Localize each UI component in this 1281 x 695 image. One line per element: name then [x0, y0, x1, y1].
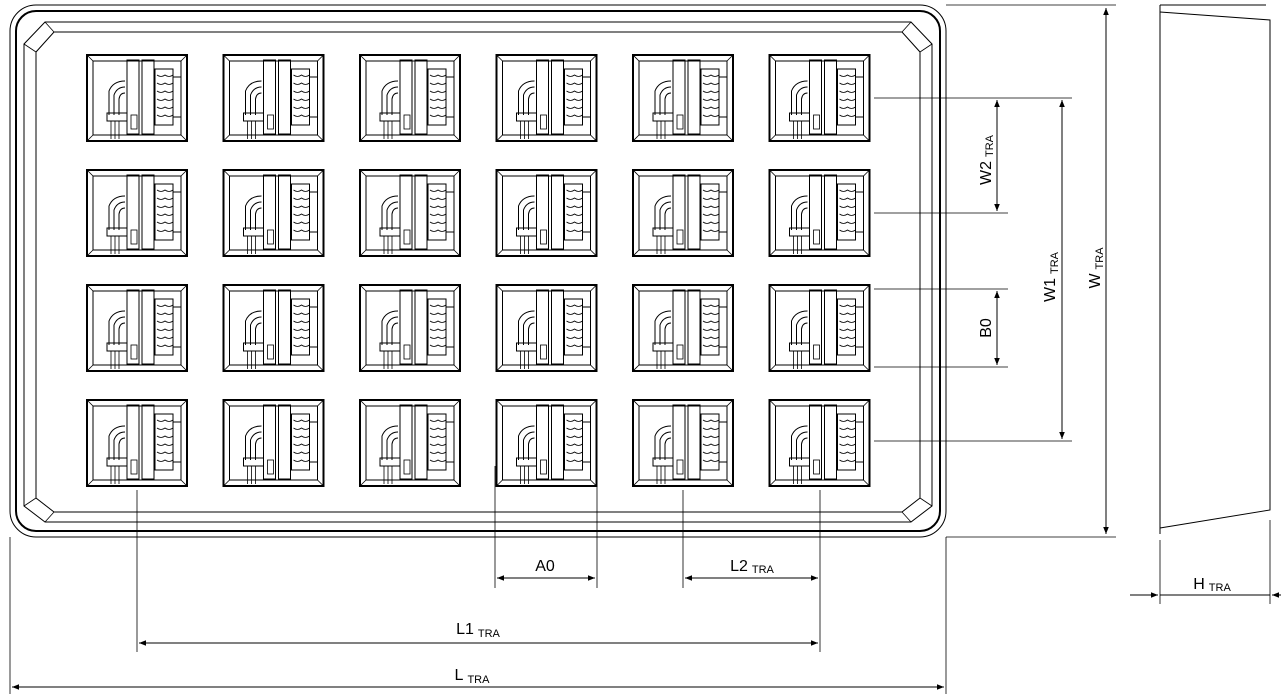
pocket: [495, 169, 598, 257]
label-w2: W2TRA: [978, 134, 996, 185]
connector-part: [106, 289, 182, 369]
label-w1: W1TRA: [1042, 251, 1061, 302]
connector-part: [243, 289, 318, 369]
pocket: [632, 54, 734, 142]
pocket: [495, 284, 598, 372]
connector-part: [652, 289, 728, 369]
pocket: [632, 399, 734, 487]
pocket: [359, 169, 461, 257]
pocket: [359, 284, 461, 372]
connector-part: [379, 404, 455, 484]
pocket: [86, 399, 188, 487]
label-a0: A0: [535, 558, 555, 575]
connector-part: [106, 174, 182, 254]
tray-side-view: [1159, 4, 1271, 534]
connector-part: [652, 59, 728, 139]
pocket: [632, 169, 734, 257]
pocket: [86, 169, 188, 257]
pocket: [359, 399, 461, 487]
pocket: [768, 399, 871, 487]
connector-part: [243, 59, 318, 139]
connector-part: [652, 404, 728, 484]
connector-part: [789, 404, 864, 484]
connector-part: [243, 174, 318, 254]
pocket: [86, 54, 188, 142]
pocket: [768, 54, 871, 142]
pocket: [359, 54, 461, 142]
pocket: [222, 284, 325, 372]
tray-outline: [9, 4, 947, 538]
pocket: [495, 399, 598, 487]
pocket: [86, 284, 188, 372]
dimension-lines: [9, 4, 1281, 694]
pocket: [632, 284, 734, 372]
pocket-grid: [86, 54, 871, 487]
pocket: [222, 399, 325, 487]
pocket: [768, 169, 871, 257]
connector-part: [516, 289, 591, 369]
connector-part: [789, 289, 864, 369]
label-w: WTRA: [1087, 247, 1106, 289]
connector-part: [379, 289, 455, 369]
pocket: [222, 54, 325, 142]
connector-part: [516, 404, 591, 484]
pocket: [495, 54, 598, 142]
pocket: [768, 284, 871, 372]
connector-part: [789, 174, 864, 254]
connector-part: [516, 174, 591, 254]
connector-part: [652, 174, 728, 254]
pocket: [222, 169, 325, 257]
connector-part: [106, 404, 182, 484]
connector-part: [379, 174, 455, 254]
connector-part: [789, 59, 864, 139]
label-b0: B0: [978, 318, 995, 338]
connector-part: [243, 404, 318, 484]
connector-part: [516, 59, 591, 139]
connector-part: [106, 59, 182, 139]
connector-part: [379, 59, 455, 139]
